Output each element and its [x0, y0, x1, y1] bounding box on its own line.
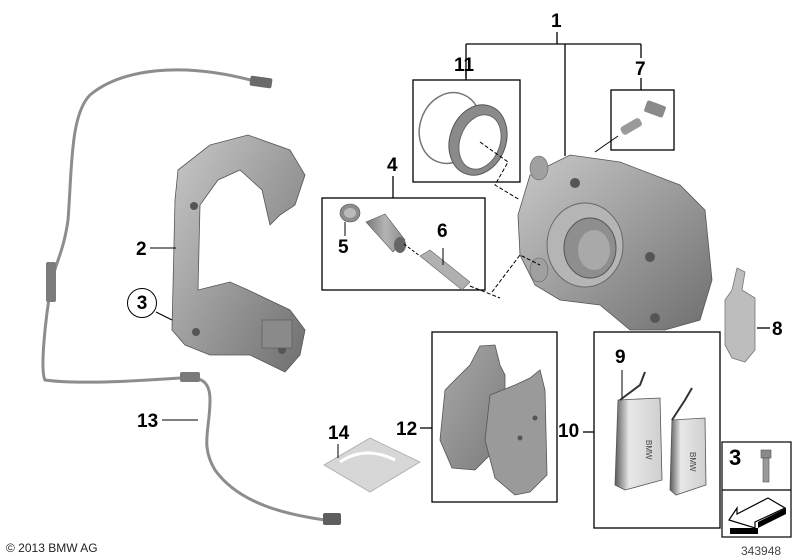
- leader-lines: [150, 247, 198, 421]
- bleeder-kit-box: [594, 78, 675, 153]
- bmw-marking: BMW: [688, 452, 697, 472]
- bmw-marking: BMW: [644, 440, 653, 460]
- callout-2[interactable]: 2: [136, 239, 147, 260]
- seal-kit-box: [412, 70, 521, 201]
- lubricant-sachet: [323, 437, 421, 493]
- callout-6[interactable]: 6: [437, 221, 448, 242]
- callout-13[interactable]: 13: [137, 411, 159, 432]
- copyright-notice: © 2013 BMW AG: [6, 541, 98, 555]
- guide-bolt-box: [321, 176, 541, 299]
- spring-clip-box: BMW BMW: [583, 331, 721, 529]
- anti-rattle-spring: [724, 267, 770, 363]
- callout-1[interactable]: 1: [551, 11, 562, 32]
- callout-11[interactable]: 11: [454, 55, 475, 76]
- callout-8[interactable]: 8: [772, 319, 783, 340]
- callout-7[interactable]: 7: [635, 59, 646, 80]
- callout-10[interactable]: 10: [558, 421, 580, 442]
- callout-5[interactable]: 5: [338, 237, 349, 258]
- legend-callout-3[interactable]: 3: [729, 445, 742, 470]
- reuse-arrow-icon: [728, 497, 787, 534]
- illustration-number: 343948: [741, 544, 782, 558]
- callout-12[interactable]: 12: [396, 419, 418, 440]
- caliper-housing: [517, 154, 713, 331]
- callout-3[interactable]: 3: [127, 288, 157, 318]
- callout-9[interactable]: 9: [615, 347, 626, 368]
- legend-box: [721, 441, 792, 538]
- callout-4[interactable]: 4: [387, 155, 398, 176]
- caliper-carrier: [171, 134, 306, 373]
- wear-sensor-cable: [41, 68, 341, 525]
- brake-pad-box: [420, 331, 558, 503]
- callout-14[interactable]: 14: [328, 423, 350, 444]
